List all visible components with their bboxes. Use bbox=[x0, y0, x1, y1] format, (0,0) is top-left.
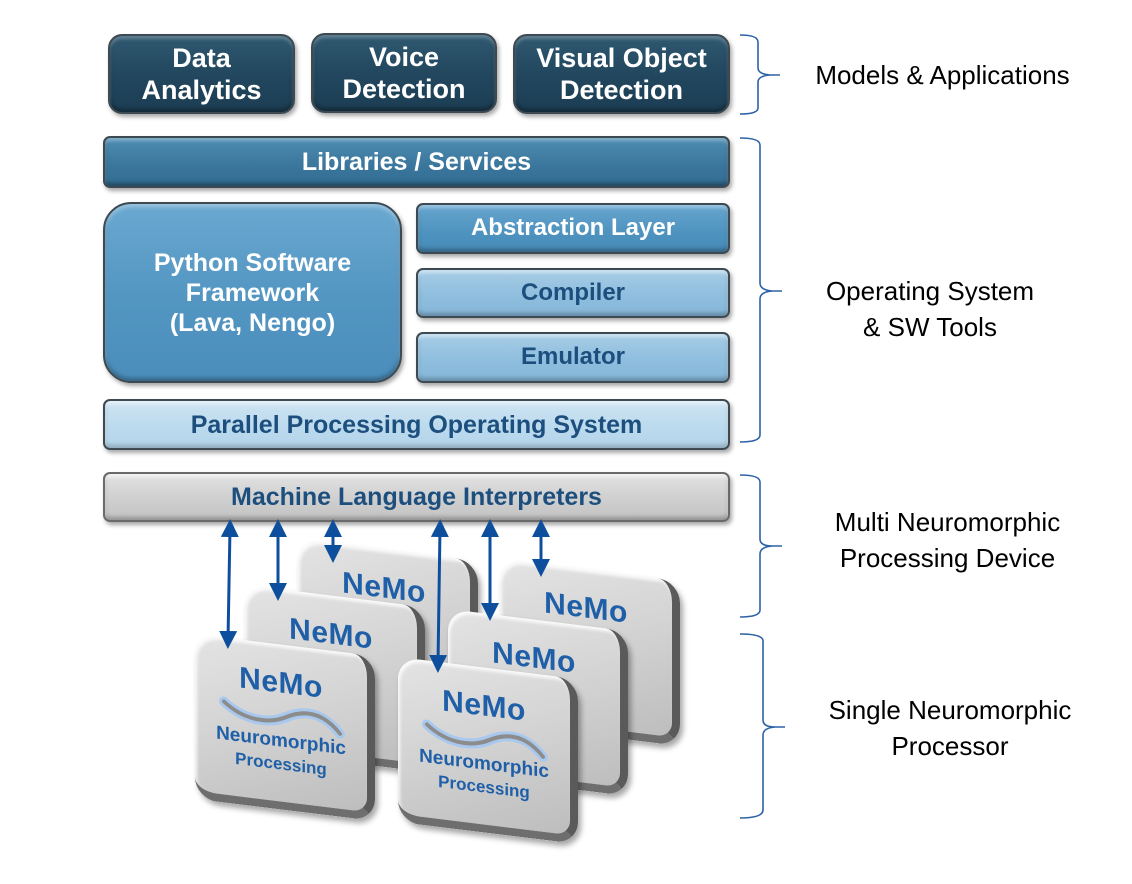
nemo-chip-front-left: NeMo Neuromorphic Processing bbox=[195, 633, 375, 822]
layer-label-multi: Multi Neuromorphic Processing Device bbox=[800, 504, 1095, 577]
layer-label-line2: Processor bbox=[891, 731, 1009, 762]
bracket-os bbox=[739, 137, 782, 443]
python-framework-line3: (Lava, Nengo) bbox=[169, 308, 336, 337]
neural-wave-icon bbox=[422, 719, 548, 762]
layer-label-line2: & SW Tools bbox=[863, 312, 997, 343]
python-framework-box: Python Software Framework (Lava, Nengo) bbox=[103, 202, 402, 383]
layer-label-line1: Models & Applications bbox=[815, 60, 1070, 90]
nemo-chip-front-right: NeMo Neuromorphic Processing bbox=[398, 656, 578, 845]
compiler-box: Compiler bbox=[416, 268, 730, 318]
neural-wave-icon bbox=[219, 696, 345, 739]
bracket-models bbox=[739, 34, 780, 115]
layer-label-line1: Single Neuromorphic bbox=[828, 695, 1072, 725]
bidirectional-arrow bbox=[219, 519, 239, 649]
python-framework-line1: Python Software bbox=[153, 248, 352, 277]
python-framework-line2: Framework bbox=[185, 278, 320, 307]
bidirectional-arrow bbox=[429, 519, 449, 673]
voice-detection-box: Voice Detection bbox=[311, 33, 497, 113]
layer-label-single: Single Neuromorphic Processor bbox=[800, 692, 1100, 765]
libraries-services-bar: Libraries / Services bbox=[103, 136, 730, 188]
layer-label-line1: Operating System bbox=[825, 276, 1035, 306]
layer-label-models: Models & Applications bbox=[795, 57, 1090, 93]
machine-language-interpreters-bar: Machine Language Interpreters bbox=[103, 472, 730, 522]
bracket-single bbox=[739, 633, 785, 819]
abstraction-layer-box: Abstraction Layer bbox=[416, 203, 730, 254]
parallel-processing-os-bar: Parallel Processing Operating System bbox=[103, 399, 730, 450]
emulator-box: Emulator bbox=[416, 332, 730, 383]
data-analytics-box: Data Analytics bbox=[108, 34, 295, 114]
layer-label-os: Operating System Processing Device & SW … bbox=[795, 273, 1065, 346]
layer-label-line1: Multi Neuromorphic bbox=[834, 507, 1061, 537]
bracket-multi bbox=[739, 474, 782, 618]
layer-label-line2: Processing Device bbox=[839, 543, 1056, 574]
visual-object-detection-box: Visual Object Detection bbox=[513, 34, 730, 114]
